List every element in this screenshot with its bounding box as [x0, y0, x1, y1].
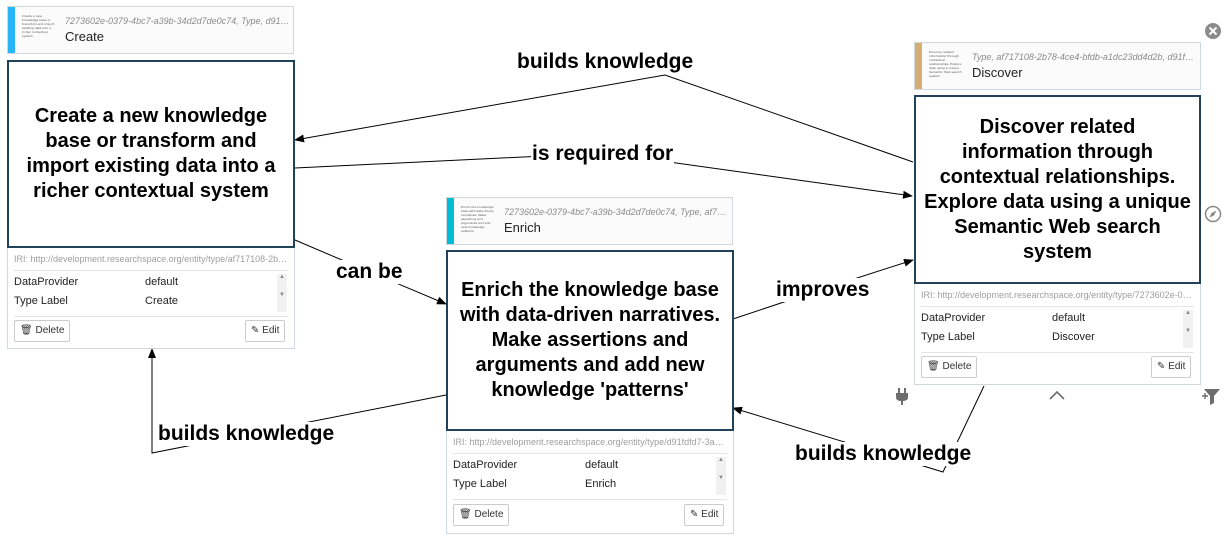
divider [453, 453, 727, 454]
node-discover-accent [915, 43, 922, 89]
delete-label: Delete [942, 361, 972, 372]
prop-value: Create [145, 295, 179, 307]
prop-key: DataProvider [453, 459, 518, 471]
node-discover-title: Discover [972, 65, 1023, 80]
divider [453, 499, 727, 500]
link-label-enrich-create: builds knowledge [157, 422, 336, 446]
plug-icon[interactable] [894, 388, 910, 406]
close-icon[interactable] [1204, 22, 1222, 40]
link-label-create-enrich: can be [335, 260, 404, 284]
prop-value: Discover [1052, 331, 1095, 343]
trash-icon: 🗑 [20, 325, 33, 336]
edit-button[interactable]: ✎ Edit [684, 504, 725, 526]
prop-value: Enrich [585, 478, 617, 490]
edit-button[interactable]: ✎ Edit [245, 320, 286, 342]
delete-label: Delete [474, 509, 504, 520]
node-discover-iri: IRI: http://development.researchspace.or… [921, 290, 1194, 300]
node-create-thumbnail: Create a new knowledge base or transform… [22, 14, 55, 38]
edit-button[interactable]: ✎ Edit [1151, 356, 1192, 378]
delete-button[interactable]: 🗑 Delete [453, 504, 510, 526]
node-discover-header[interactable]: Discover related information through con… [914, 42, 1201, 90]
props-scrollbar[interactable]: ▲▼ [716, 457, 726, 495]
edit-icon: ✎ [251, 325, 260, 336]
prop-key: Type Label [14, 295, 68, 307]
divider [14, 270, 288, 271]
divider [14, 316, 288, 317]
divider [921, 352, 1194, 353]
node-create-header[interactable]: Create a new knowledge base or transform… [7, 6, 294, 54]
node-create-body[interactable]: Create a new knowledge base or transform… [7, 60, 295, 248]
prop-value: default [585, 459, 619, 471]
prop-key: DataProvider [14, 276, 79, 288]
edit-label: Edit [262, 325, 280, 336]
filter-add-icon[interactable] [1202, 388, 1222, 406]
node-discover-subtitle: Type, af717108-2b78-4ce4-bfdb-a1dc23dd4d… [972, 52, 1197, 62]
node-create-accent [8, 7, 15, 53]
divider [921, 306, 1194, 307]
trash-icon: 🗑 [459, 509, 472, 520]
compass-icon[interactable] [1204, 205, 1222, 223]
trash-icon: 🗑 [927, 361, 940, 372]
node-discover-body[interactable]: Discover related information through con… [914, 95, 1201, 284]
node-create-footer: IRI: http://development.researchspace.or… [7, 248, 295, 349]
link-label-discover-create: builds knowledge [516, 50, 695, 74]
link-discover-enrich[interactable] [732, 385, 985, 473]
node-create-title: Create [65, 29, 105, 44]
node-enrich-footer: IRI: http://development.researchspace.or… [446, 431, 734, 534]
edit-icon: ✎ [690, 509, 699, 520]
node-discover-thumbnail: Discover related information through con… [929, 50, 962, 78]
prop-key: Type Label [453, 478, 507, 490]
node-enrich-title: Enrich [504, 220, 541, 235]
edit-label: Edit [1168, 361, 1186, 372]
props-scrollbar[interactable]: ▲▼ [1183, 310, 1193, 348]
node-enrich-iri: IRI: http://development.researchspace.or… [453, 437, 727, 447]
node-enrich-subtitle: 7273602e-0379-4bc7-a39b-34d2d7de0c74, Ty… [504, 207, 729, 217]
edit-label: Edit [701, 509, 719, 520]
link-label-enrich-discover: improves [775, 278, 871, 302]
edit-icon: ✎ [1157, 361, 1166, 372]
link-label-discover-enrich: builds knowledge [794, 442, 973, 466]
prop-key: Type Label [921, 331, 975, 343]
prop-value: default [145, 276, 179, 288]
link-label-create-discover: is required for [531, 142, 675, 166]
props-scrollbar[interactable]: ▲▼ [277, 274, 287, 312]
node-enrich-thumbnail: Enrich the knowledge base with data-driv… [461, 205, 494, 233]
delete-button[interactable]: 🗑 Delete [921, 356, 978, 378]
node-enrich-header[interactable]: Enrich the knowledge base with data-driv… [446, 197, 733, 245]
node-enrich-body[interactable]: Enrich the knowledge base with data-driv… [446, 250, 734, 431]
node-create-subtitle: 7273602e-0379-4bc7-a39b-34d2d7de0c74, Ty… [65, 16, 290, 26]
node-enrich-accent [447, 198, 454, 244]
prop-value: default [1052, 312, 1086, 324]
prop-key: DataProvider [921, 312, 986, 324]
delete-button[interactable]: 🗑 Delete [14, 320, 71, 342]
link-enrich-create[interactable] [148, 348, 447, 454]
chevron-up-icon[interactable] [1048, 388, 1066, 402]
delete-label: Delete [35, 325, 65, 336]
node-create-iri: IRI: http://development.researchspace.or… [14, 254, 288, 264]
link-discover-create[interactable] [294, 74, 914, 163]
node-discover-footer: IRI: http://development.researchspace.or… [914, 284, 1201, 385]
